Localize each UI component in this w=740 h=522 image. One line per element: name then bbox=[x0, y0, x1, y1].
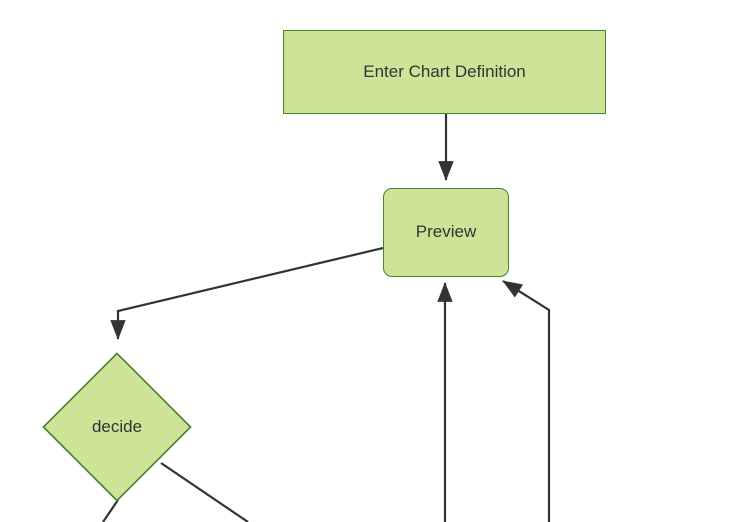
edge-bottom-right-to-preview bbox=[502, 280, 551, 522]
edge-decide-bottom-right bbox=[160, 462, 249, 522]
node-decide[interactable]: decide bbox=[42, 352, 192, 502]
node-preview[interactable]: Preview bbox=[383, 188, 509, 277]
node-label-wrapper: decide bbox=[42, 352, 192, 502]
node-label: decide bbox=[91, 416, 143, 436]
node-enter-chart-definition[interactable]: Enter Chart Definition bbox=[283, 30, 606, 114]
node-label: Preview bbox=[415, 222, 477, 242]
edge-preview-to-decide bbox=[110, 246, 384, 340]
edge-decide-bottom-left bbox=[102, 499, 119, 522]
diamond-shape bbox=[42, 352, 192, 502]
node-label: Enter Chart Definition bbox=[363, 61, 526, 81]
